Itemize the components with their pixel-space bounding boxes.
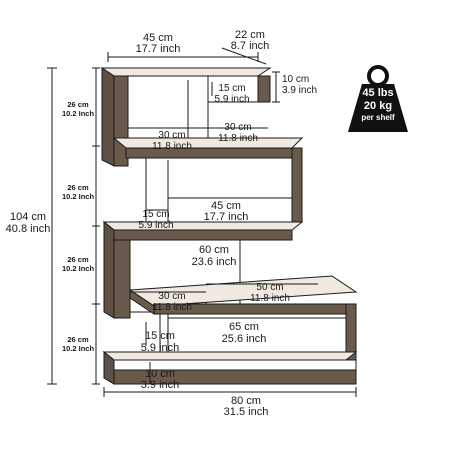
tier-2-box	[112, 137, 304, 223]
dim-tier-2-height-inch: 10.2 Inch	[61, 192, 95, 201]
dim-tier-1-height-cm: 26 cm	[67, 100, 89, 109]
base-board	[113, 369, 357, 385]
dim-third-right-cm: 50 cm	[256, 282, 284, 293]
dim-depth-inch: 8.7 inch	[230, 40, 270, 52]
weight-kg: 20 kg	[363, 100, 393, 112]
tier-1-top-face	[100, 67, 272, 77]
dim-tier-3-height-cm: 26 cm	[67, 255, 89, 264]
dim-third-width-inch: 23.6 inch	[191, 256, 237, 268]
dim-total-height-inch: 40.8 inch	[5, 223, 51, 235]
tier-3-left-side	[103, 220, 115, 319]
dim-top-offset-cm: 15 cm	[218, 83, 246, 94]
tier-2-top-face	[112, 137, 304, 149]
dim-top-right-compartment-inch: 11.8 inch	[218, 133, 258, 144]
dim-depth	[221, 47, 267, 65]
tier-1-compartment-top-right	[207, 75, 259, 103]
dim-top-width-inch: 17.7 inch	[135, 43, 181, 55]
weight-icon	[348, 65, 408, 132]
dim-top-right-compartment-cm: 30 cm	[224, 122, 252, 133]
dim-board-top-cm: 10 cm	[282, 74, 310, 85]
dim-tier-3-height-inch: 10.2 Inch	[61, 264, 95, 273]
tier-1-left-side	[101, 67, 115, 167]
dim-top-left-compartment-inch: 11.8 inch	[152, 141, 192, 152]
dim-second-offset-cm: 15 cm	[142, 209, 170, 220]
dim-fourth-width-inch: 25.6 inch	[221, 333, 267, 345]
weight-body	[348, 84, 408, 132]
tier-1-right-panel	[257, 75, 271, 103]
dim-fourth-offset-inch: 5.9 inch	[140, 342, 180, 354]
tier-2-right-panel	[291, 147, 303, 223]
dim-tier-4-height-cm: 26 cm	[67, 335, 89, 344]
dim-total-height-cm: 104 cm	[9, 211, 47, 223]
tier-3-left-panel	[113, 239, 131, 319]
dim-fourth-offset-cm: 15 cm	[145, 330, 175, 342]
dim-third-right-inch: 11.8 inch	[250, 293, 290, 304]
dim-bottom-width-inch: 31.5 inch	[223, 406, 269, 418]
dim-tier-1-height-inch: 10.2 Inch	[61, 109, 95, 118]
dimension-lines	[47, 47, 357, 397]
dim-bottom-width-cm: 80 cm	[231, 395, 261, 407]
dim-tier-4-height-inch: 10.2 Inch	[61, 344, 95, 353]
dim-second-width-inch: 17.7 inch	[203, 211, 249, 223]
weight-caption: per shelf	[361, 113, 395, 122]
dim-fourth-width-cm: 65 cm	[229, 321, 259, 333]
tier-3-shelf-board	[113, 229, 293, 241]
dim-top-offset-inch: 5.9 inch	[214, 94, 250, 105]
dim-tier-2-height-cm: 26 cm	[67, 183, 89, 192]
dim-second-width-cm: 45 cm	[211, 200, 241, 212]
dim-board-bottom-inch: 3.9 inch	[140, 379, 180, 391]
dim-third-left-inch: 11.8 inch	[152, 302, 192, 313]
dim-top-width-cm: 45 cm	[143, 32, 173, 44]
weight-lbs: 45 lbs	[362, 87, 394, 99]
dim-third-width-cm: 60 cm	[199, 244, 229, 256]
dim-third-left-cm: 30 cm	[158, 291, 186, 302]
base-box	[102, 350, 358, 385]
tier-3-top-face	[102, 221, 304, 231]
tier-2-shelf-board	[125, 147, 293, 159]
weight-handle	[367, 65, 389, 87]
dim-board-top-inch: 3.9 inch	[282, 85, 318, 96]
tier-2-compartment	[145, 157, 293, 223]
dim-top-left-compartment-cm: 30 cm	[158, 130, 186, 141]
dim-board-bottom-cm: 10 cm	[145, 368, 175, 380]
dim-second-offset-inch: 5.9 inch	[138, 220, 174, 231]
dim-depth-cm: 22 cm	[235, 29, 265, 41]
